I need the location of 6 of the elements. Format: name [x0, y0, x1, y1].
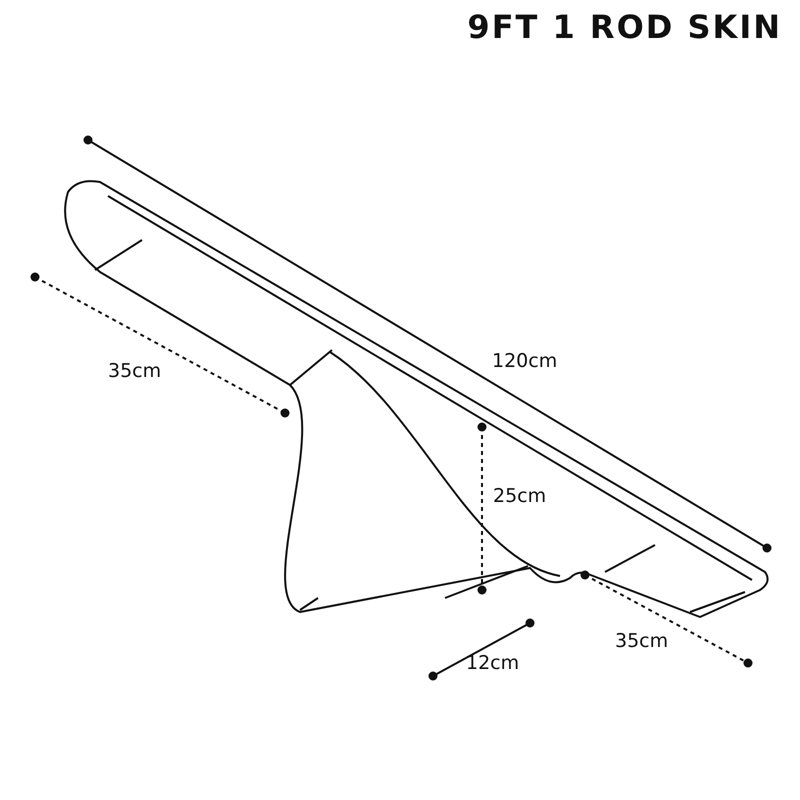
- dimension-label: 12cm: [466, 652, 520, 674]
- dimension-label: 25cm: [493, 485, 546, 507]
- title: 9FT 1 ROD SKIN: [467, 8, 782, 46]
- dimension-label: 120cm: [492, 350, 558, 372]
- dimension-label: 35cm: [108, 360, 162, 382]
- dimension-label: 35cm: [615, 630, 668, 652]
